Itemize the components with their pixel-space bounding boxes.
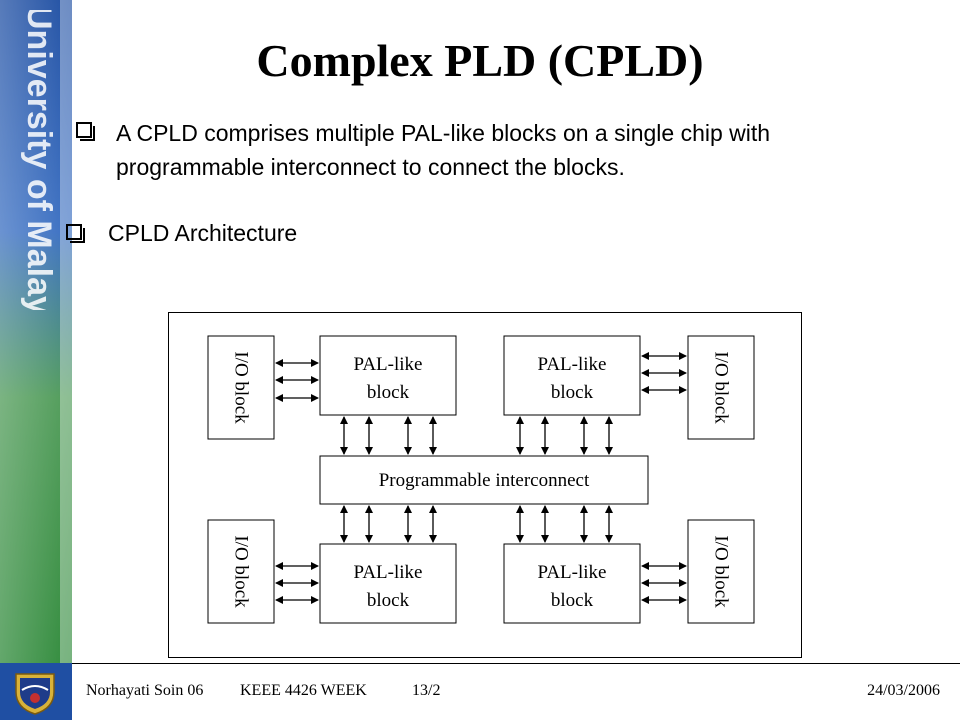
footer-course: KEEE 4426 WEEK (240, 682, 367, 699)
pal-block-label-line2: block (551, 382, 594, 403)
programmable-interconnect: Programmable interconnect (319, 455, 649, 505)
bullet-point-1: A CPLD comprises multiple PAL-like block… (76, 116, 936, 184)
io-block-top-right: I/O block (687, 335, 755, 440)
pal-block-label-line2: block (551, 590, 594, 611)
footer-page: 13/2 (412, 682, 441, 699)
pal-block-label-line1: PAL-like (538, 354, 607, 375)
pal-block-label-line2: block (367, 382, 410, 403)
footer-author: Norhayati Soin 06 (86, 682, 204, 699)
sidebar-banner: University of Malaya (0, 0, 72, 720)
university-crest-icon (10, 670, 60, 716)
bullet-point-2: CPLD Architecture (66, 218, 297, 248)
io-block-label: I/O block (711, 351, 732, 424)
slide-title: Complex PLD (CPLD) (256, 35, 704, 86)
bullet-text-2: CPLD Architecture (108, 220, 298, 246)
checkbox-bullet-icon (76, 122, 95, 141)
io-block-top-left: I/O block (207, 335, 275, 440)
io-block-label: I/O block (231, 535, 252, 608)
io-block-label: I/O block (711, 535, 732, 608)
pal-interconnect-arrows-top (340, 416, 613, 455)
sidebar-university-text: University of Malaya (8, 10, 64, 310)
footer-divider (72, 663, 960, 664)
pal-interconnect-arrows-bottom (340, 505, 613, 543)
io-block-bottom-left: I/O block (207, 519, 275, 624)
interconnect-label: Programmable interconnect (379, 470, 590, 491)
bullet-text-1: A CPLD comprises multiple PAL-like block… (116, 120, 771, 180)
pal-block-top-right: PAL-like block (503, 335, 641, 416)
io-block-bottom-right: I/O block (687, 519, 755, 624)
pal-block-bottom-left: PAL-like block (319, 543, 457, 624)
footer-date: 24/03/2006 (867, 682, 940, 699)
pal-block-label-line1: PAL-like (354, 562, 423, 583)
io-pal-arrows-top-left (275, 359, 319, 402)
cpld-architecture-diagram: I/O block I/O block I/O block I/O block … (168, 312, 802, 658)
sidebar-university-label: University of Malaya (20, 10, 58, 310)
io-pal-arrows-top-right (641, 352, 687, 394)
checkbox-bullet-icon (66, 224, 85, 243)
pal-block-label-line1: PAL-like (354, 354, 423, 375)
pal-block-label-line2: block (367, 590, 410, 611)
pal-block-top-left: PAL-like block (319, 335, 457, 416)
sidebar-graphic (0, 0, 72, 720)
pal-block-label-line1: PAL-like (538, 562, 607, 583)
pal-block-bottom-right: PAL-like block (503, 543, 641, 624)
io-pal-arrows-bottom-left (275, 562, 319, 604)
io-pal-arrows-bottom-right (641, 562, 687, 604)
io-block-label: I/O block (231, 351, 252, 424)
